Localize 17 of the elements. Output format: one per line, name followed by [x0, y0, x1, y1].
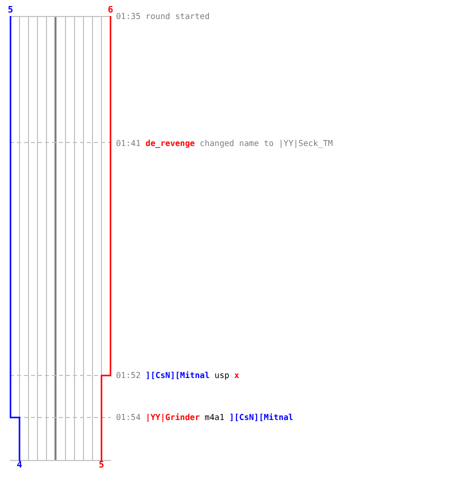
player-count: 4 — [16, 462, 22, 470]
player-count: 5 — [8, 6, 14, 16]
event-text: changed name to |YY|Seck_TM — [200, 138, 333, 148]
weapon-name: usp — [214, 371, 230, 380]
timestamp: 01:54 — [116, 412, 141, 422]
player-name: ][CsN][Mitnal — [146, 371, 210, 380]
timestamp: 01:41 — [116, 138, 141, 148]
player-count: 6 — [108, 6, 114, 16]
timestamp: 01:35 — [116, 12, 141, 21]
player-name: |YY|Grinder — [146, 412, 200, 422]
player-name: de_revenge — [146, 138, 195, 148]
player-name: x — [234, 371, 240, 380]
weapon-name: m4a1 — [204, 412, 224, 422]
event-text: round started — [146, 12, 210, 21]
timestamp: 01:52 — [116, 371, 141, 380]
player-count: 5 — [98, 462, 104, 470]
player-name: ][CsN][Mitnal — [229, 412, 294, 422]
